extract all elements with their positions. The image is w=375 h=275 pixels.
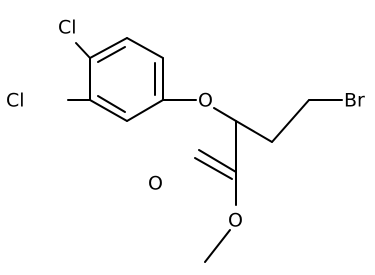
atom-cl-top: Cl [58, 17, 77, 39]
bond-ch2-ch2 [271, 99, 310, 143]
ring-double-inner-1 [97, 46, 126, 63]
bond-carbonyl-double-1 [198, 149, 237, 173]
bond-carbonyl-double-2 [194, 157, 233, 180]
benzene-ring [89, 37, 164, 122]
bond-o-ch [213, 107, 237, 122]
atom-cl-left: Cl [6, 90, 25, 112]
ring-bond-2 [126, 37, 164, 59]
bond-o-methyl [204, 229, 231, 263]
ring-bond-5 [89, 99, 128, 122]
atom-o-ester: O [228, 210, 243, 232]
bond-ch-ch2 [235, 120, 273, 143]
ring-bond-4 [126, 99, 164, 122]
atom-o-carbonyl: O [148, 173, 163, 195]
bond-c-cl-top [75, 42, 91, 59]
atom-br: Br [344, 90, 365, 112]
ring-bond-1 [89, 37, 128, 59]
atom-o-ether: O [198, 90, 213, 112]
ring-double-inner-3 [97, 95, 126, 113]
